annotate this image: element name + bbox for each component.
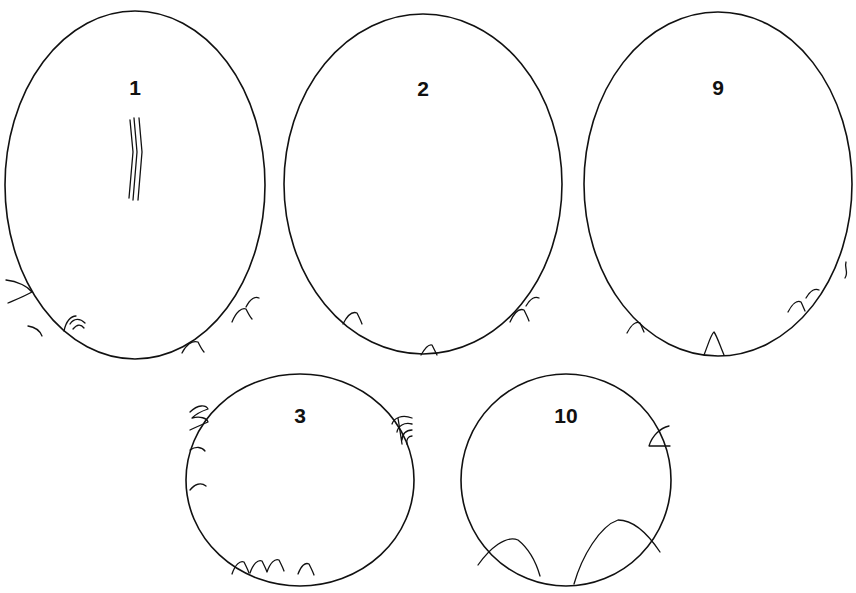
scratch-lines [129, 118, 142, 200]
specimen-outline: 9 [583, 11, 853, 357]
tooth-mark [627, 322, 644, 333]
specimen-outline-shape [583, 11, 853, 357]
tooth-mark [190, 406, 208, 430]
tooth-mark [788, 301, 805, 312]
specimen-outline: 10 [460, 373, 672, 587]
tooth-mark [510, 310, 529, 322]
tooth-mark [343, 313, 362, 324]
edge-wear [845, 262, 847, 278]
tooth-mark [232, 562, 249, 574]
specimen-outline-shape [283, 13, 563, 355]
tooth-mark [182, 342, 204, 353]
specimen-outline-shape [4, 10, 266, 360]
specimen-number: 9 [712, 77, 724, 98]
tooth-mark [649, 426, 670, 446]
tooth-mark [190, 447, 205, 451]
specimen-number: 2 [417, 78, 429, 99]
tooth-mark [704, 332, 724, 355]
tooth-mark [526, 297, 539, 306]
tooth-mark [478, 539, 540, 576]
tooth-mark [190, 484, 206, 490]
specimen-outline-path [284, 14, 562, 354]
specimen-number: 3 [294, 405, 306, 426]
tooth-mark [246, 297, 259, 307]
specimen-outline: 2 [283, 13, 563, 355]
specimen-outline: 3 [185, 373, 415, 587]
specimen-number: 10 [554, 405, 577, 426]
specimen-outline-path [5, 11, 265, 359]
tooth-mark [28, 326, 42, 336]
specimen-outline-path [584, 12, 852, 356]
tooth-mark [806, 289, 819, 298]
specimen-outline: 1 [4, 10, 266, 360]
tooth-mark [574, 520, 660, 584]
specimen-number: 1 [129, 77, 141, 98]
tooth-mark [64, 316, 85, 331]
tooth-mark [298, 563, 314, 575]
tooth-mark [232, 309, 252, 322]
specimen-outline-path [186, 374, 414, 586]
tooth-mark [250, 560, 284, 573]
specimen-outline-path [461, 374, 671, 586]
